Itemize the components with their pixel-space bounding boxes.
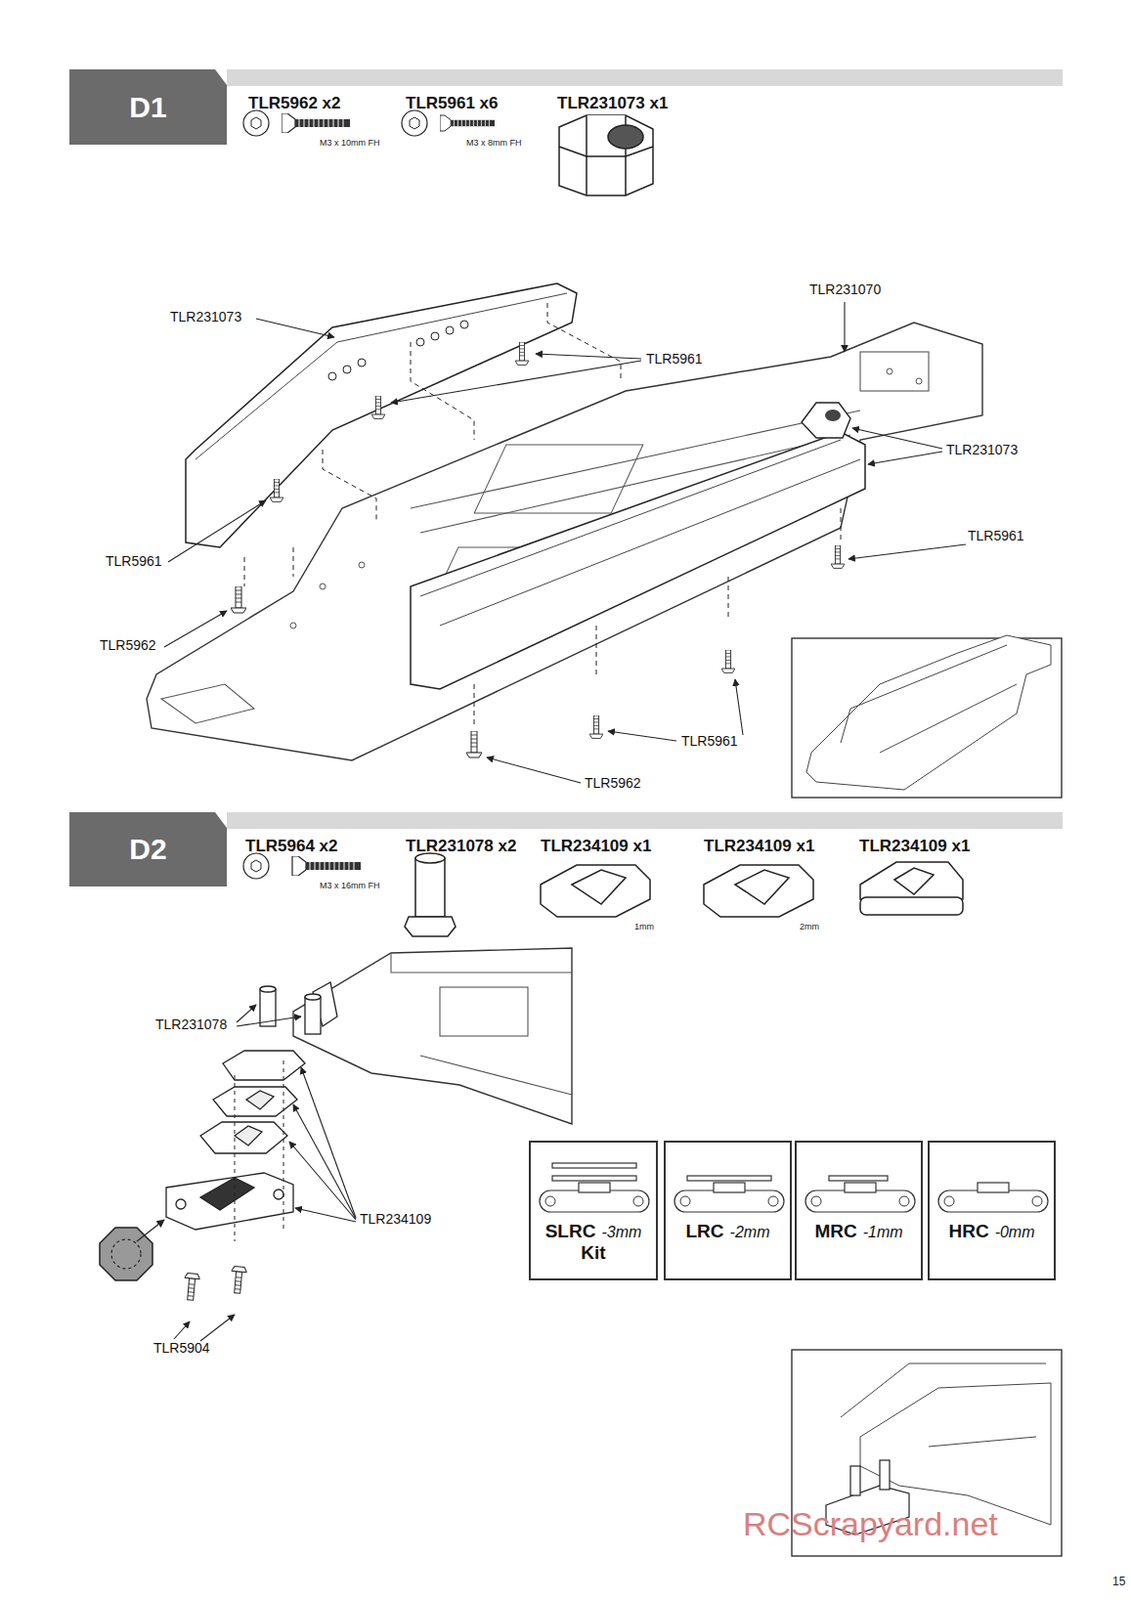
- callout-label: TLR5904: [153, 1340, 211, 1356]
- page-number: 15: [1112, 1575, 1126, 1590]
- option-offset: -3mm: [601, 1223, 642, 1241]
- callout-label: TLR5961: [646, 350, 703, 367]
- option-text: HRC -0mm: [933, 1220, 1050, 1243]
- option-text: LRC -2mm: [669, 1220, 786, 1243]
- option-text: SLRC-3mmKit: [534, 1220, 653, 1264]
- part-number: TLR234109 x1: [703, 836, 815, 857]
- watermark: RCScrapyard.net: [742, 1505, 999, 1544]
- option-offset: -1mm: [863, 1223, 904, 1241]
- part-number: TLR5964 x2: [245, 836, 339, 857]
- callout-label: TLR231073: [170, 308, 242, 325]
- callout-label: TLR234109: [359, 1211, 432, 1227]
- part-number: TLR5962 x2: [248, 93, 342, 114]
- step-number: D1: [129, 90, 167, 125]
- option-name: LRC: [686, 1220, 725, 1242]
- callout-label: TLR231073: [946, 441, 1018, 458]
- option-name: MRC: [814, 1220, 857, 1242]
- option-offset: -0mm: [995, 1223, 1036, 1241]
- option-name: HRC: [948, 1220, 989, 1242]
- option-text: MRC -1mm: [800, 1220, 917, 1243]
- dimension: M3 x 8mm FH: [466, 137, 522, 148]
- part-number: TLR234109 x1: [859, 836, 970, 857]
- callout-label: TLR5961: [681, 733, 739, 749]
- callout-label: TLR5962: [99, 637, 157, 653]
- part-number: TLR234109 x1: [540, 836, 652, 857]
- option-box: HRC -0mm: [927, 1140, 1056, 1281]
- option-box: LRC -2mm: [663, 1140, 792, 1281]
- option-name: SLRC: [545, 1220, 597, 1242]
- option-offset: -2mm: [730, 1223, 771, 1241]
- callout-label: TLR5961: [105, 553, 163, 569]
- part-number: TLR231073 x1: [557, 93, 668, 114]
- part-number: TLR5961 x6: [405, 93, 499, 114]
- dimension: M3 x 10mm FH: [319, 137, 381, 148]
- dimension: 2mm: [799, 921, 820, 932]
- callout-label: TLR5961: [967, 527, 1025, 544]
- step-header: D1: [69, 69, 227, 145]
- dimension: M3 x 16mm FH: [319, 880, 381, 891]
- option-box: MRC -1mm: [794, 1140, 923, 1281]
- dimension: 1mm: [634, 921, 654, 932]
- callout-label: TLR5962: [584, 775, 642, 791]
- callout-label: TLR231070: [809, 281, 881, 298]
- option-note: Kit: [534, 1242, 653, 1264]
- callout-label: TLR231078: [155, 1016, 227, 1033]
- part-number: TLR231078 x2: [405, 836, 517, 857]
- option-box: SLRC-3mmKit: [528, 1140, 658, 1281]
- step-header: D2: [69, 812, 227, 887]
- step-number: D2: [129, 832, 167, 867]
